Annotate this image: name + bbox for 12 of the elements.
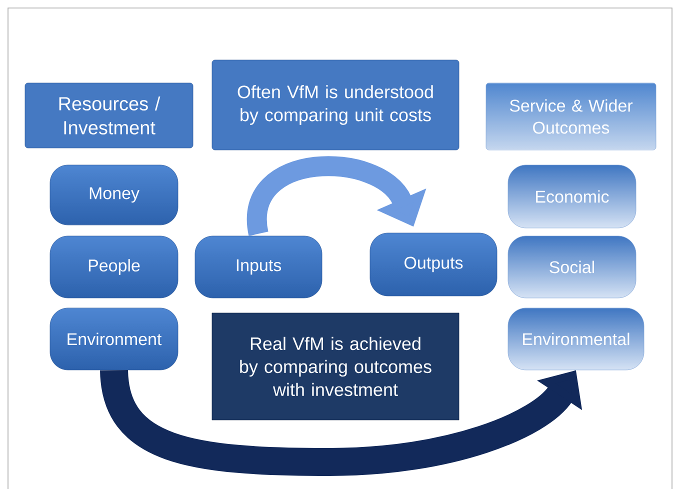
rounded-box: Money: [50, 164, 178, 226]
text-box: Often VfM is understood by comparing unit costs: [212, 60, 460, 150]
rounded-box: Outputs: [370, 232, 498, 296]
text-box: Service & Wider Outcomes: [486, 82, 656, 150]
rounded-box: Economic: [508, 164, 636, 228]
text-box: Real VfM is achieved by comparing outcomes with investment: [212, 312, 460, 420]
rounded-box: Inputs: [194, 236, 322, 298]
rounded-box: Social: [508, 236, 636, 298]
rounded-box: People: [50, 236, 178, 298]
rounded-box: Environmental: [508, 308, 644, 370]
text-box: Resources / Investment: [24, 82, 194, 148]
rounded-box: Environment: [50, 308, 178, 370]
